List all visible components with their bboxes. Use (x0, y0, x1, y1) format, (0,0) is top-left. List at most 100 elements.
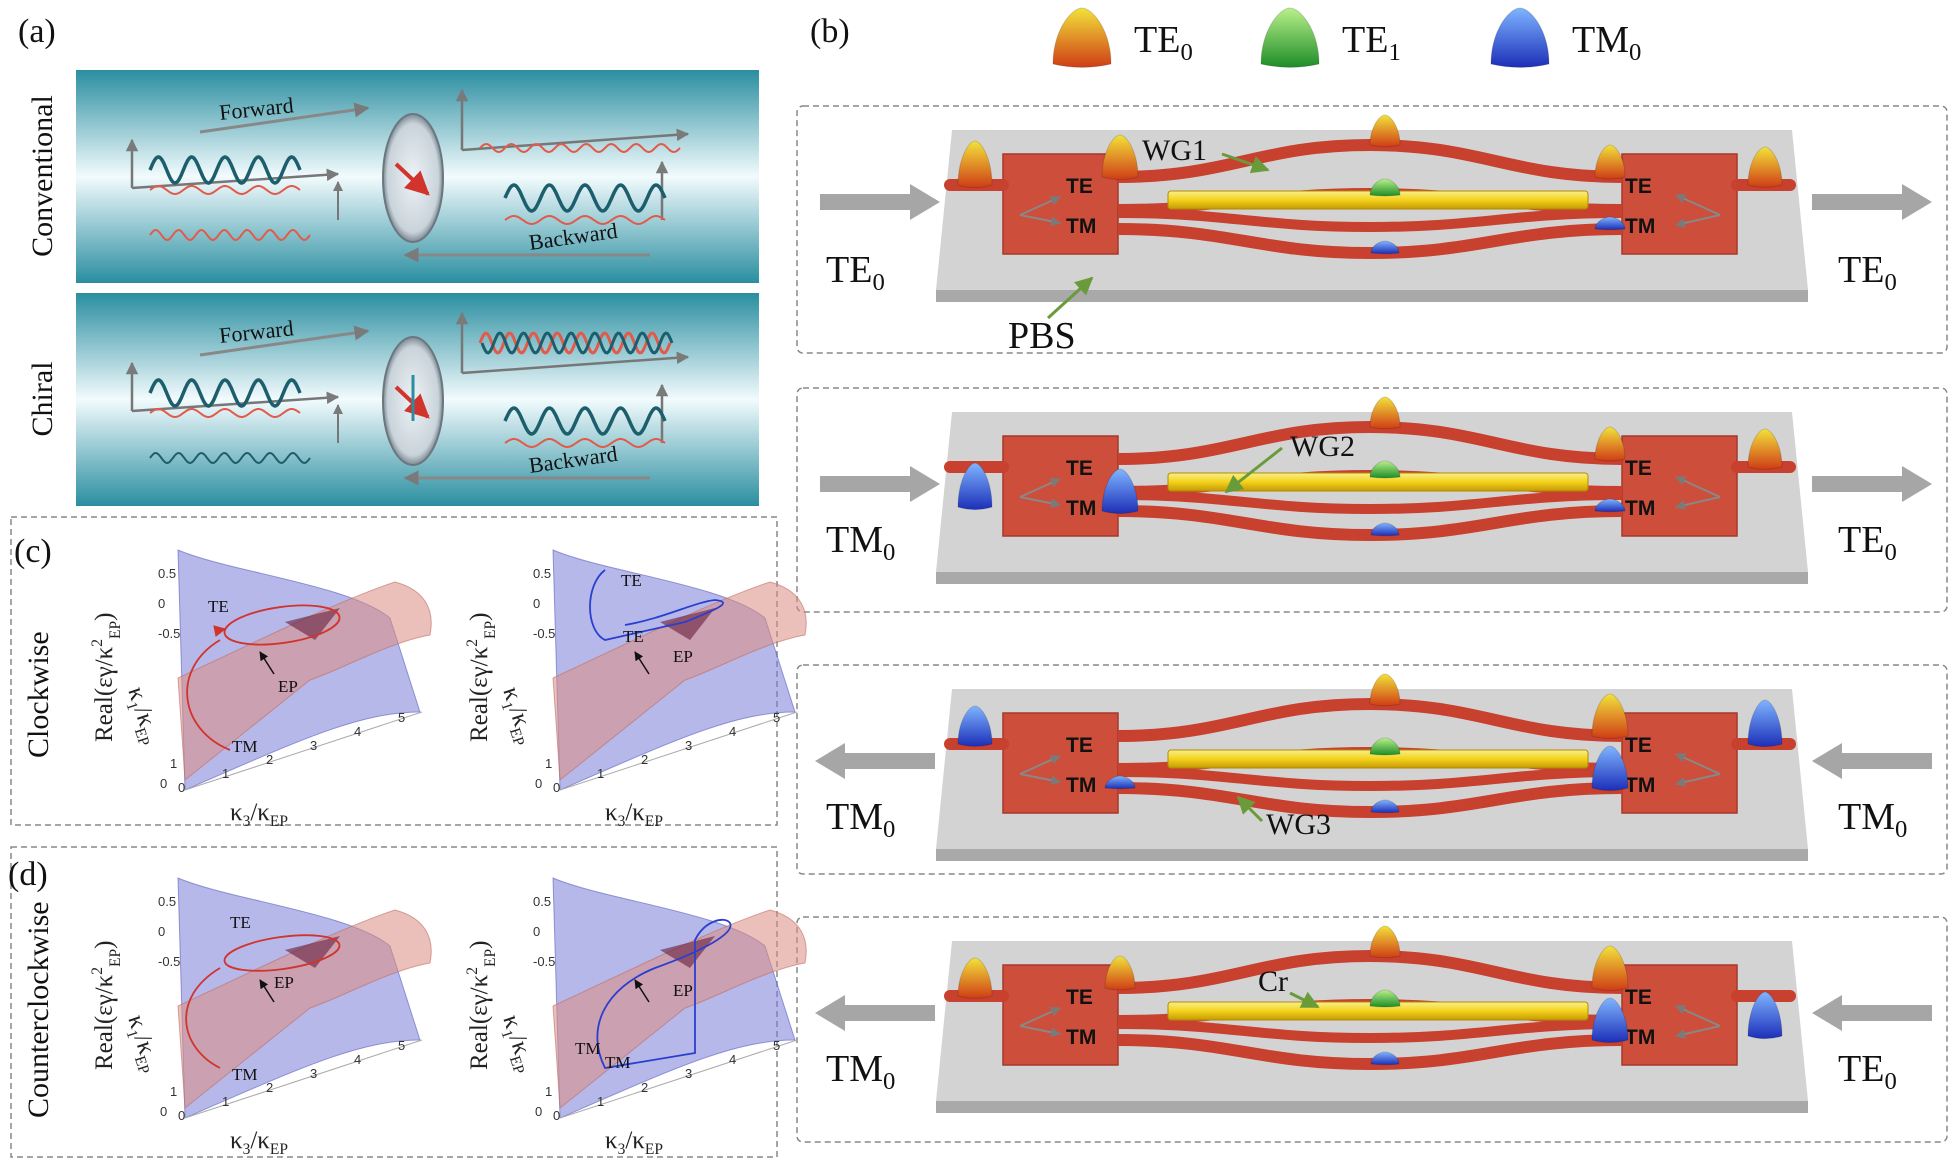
row-right-mode-label: TE0 (1838, 1048, 1897, 1095)
pbs-right-tm-label: TM (1625, 1026, 1655, 1049)
pbs-left-tm-label: TM (1066, 1026, 1096, 1049)
callout-cr-label: Cr (1258, 965, 1288, 998)
reflected-wave-tm (480, 331, 674, 355)
waveguide-inner-b (1117, 767, 1623, 792)
plot-x-tick-label: 3 (310, 1066, 317, 1081)
pbs-inner-arrow (1675, 753, 1721, 775)
pbs-inner-arrow (1675, 214, 1721, 228)
waveguide-lower (1117, 782, 1623, 819)
pbs-inner-arrow (1019, 1025, 1061, 1038)
transmitted-wave (503, 406, 667, 436)
mode-profile-lower-icon (1370, 799, 1400, 814)
waveguide-inner-b (1117, 208, 1623, 233)
ep-pointer-arrow (259, 979, 275, 1003)
encircling-loop-lower (185, 967, 221, 1069)
plot-y-axis-label: κ1/κEP (118, 1012, 165, 1077)
row-right-mode-label: TE0 (1838, 519, 1897, 566)
plot-x-tick-label: 0 (178, 780, 185, 795)
panel-d-side-label: Counterclockwise (22, 901, 55, 1118)
pbs-inner-arrow (1019, 1007, 1061, 1027)
plot-x-tick-label: 0 (553, 780, 560, 795)
mode-profile-center-icon (1369, 989, 1401, 1008)
plot-x-tick-label: 3 (310, 738, 317, 753)
mode-profile-center-icon (1369, 178, 1401, 197)
pbs-inner-arrow (1019, 214, 1061, 227)
encircling-loop-lower (186, 639, 231, 751)
plot-z-tick-label: 0.5 (533, 894, 551, 909)
ep-pointer-arrow (259, 651, 275, 675)
plot-annotation-te: TE (230, 913, 251, 932)
pbs-side-mode-icon (1101, 134, 1139, 181)
pbs-side-mode-icon (1594, 498, 1626, 513)
plot-y-tick-label: 1 (170, 756, 177, 771)
row-right-mode-label: TE0 (1838, 249, 1897, 296)
ep-pointer-arrow (634, 979, 650, 1003)
plot-annotation-ep: EP (278, 677, 298, 696)
mode-profile-upper-icon (1369, 396, 1401, 430)
plot-x-tick-label: 2 (266, 752, 273, 767)
plot-z-tick-label: 0 (533, 924, 540, 939)
plot-x-tick-label: 1 (597, 1094, 604, 1109)
plot-z-tick-label: 0.5 (158, 566, 176, 581)
plot-x-tick-label: 4 (354, 724, 361, 739)
callout-wg2-label: WG2 (1290, 430, 1355, 463)
pbs-side-mode-icon (1591, 693, 1629, 740)
panel-c-side-label: Clockwise (22, 631, 55, 758)
pbs-left-te-label: TE (1066, 986, 1093, 1009)
pbs-side-mode-icon (1591, 945, 1629, 992)
plot-z-tick-label: -0.5 (533, 954, 555, 969)
plot-z-axis-label: Real(εγ/κ2EP) (464, 613, 499, 742)
pbs-right-te-label: TE (1625, 734, 1652, 757)
legend-mode-te0-icon (1052, 7, 1112, 68)
callout-wg1-arrow (1221, 152, 1270, 174)
plot-y-tick-label: 1 (545, 1084, 552, 1099)
mode-profile-upper-icon (1369, 114, 1401, 148)
pbs-side-mode-icon (1591, 997, 1629, 1044)
pbs-left-te-label: TE (1066, 175, 1093, 198)
plot-annotation-te: TE (621, 571, 642, 590)
callout-wg3-label: WG3 (1266, 808, 1331, 841)
reflected-wave (479, 142, 681, 154)
pbs-side-mode-icon (1104, 955, 1136, 991)
pbs-left-tm-label: TM (1066, 774, 1096, 797)
plot-annotation-te: TE (208, 597, 229, 616)
input-mode-icon (1747, 699, 1783, 748)
panel-a-row-2-side-label: Chiral (26, 362, 59, 437)
legend-label-te0: TE0 (1134, 19, 1193, 66)
backward-wave (149, 228, 311, 242)
plot-z-tick-label: -0.5 (158, 626, 180, 641)
mode-profile-center-icon (1369, 460, 1401, 479)
encircling-loop (596, 918, 732, 1069)
eigenvalue-surface-red (177, 581, 432, 781)
forward-arrow (199, 102, 370, 134)
plot-z-axis-label: Real(εγ/κ2EP) (89, 941, 124, 1070)
transmitted-wave-shadow (504, 214, 666, 226)
pbs-right (1621, 153, 1738, 255)
plot-x-tick-label: 1 (222, 766, 229, 781)
loop-direction-arrow (213, 625, 227, 638)
output-arrow (815, 995, 935, 1031)
plot-x-axis-label: κ3/κEP (230, 799, 288, 830)
exceptional-point-region (285, 608, 340, 640)
transmitted-wave (503, 183, 667, 213)
callout-pbs-label: PBS (1008, 315, 1076, 357)
pbs-right (1621, 964, 1738, 1066)
row-left-mode-label: TE0 (826, 249, 885, 296)
panel-label-d: (d) (8, 856, 48, 893)
plot-z-tick-label: 0 (533, 596, 540, 611)
plot-z-tick-label: 0.5 (158, 894, 176, 909)
pbs-inner-arrow (1675, 194, 1721, 216)
output-mode-icon (957, 957, 993, 999)
callout-pbs-arrow (1046, 276, 1094, 320)
plot-x-axis-label: κ3/κEP (230, 1127, 288, 1158)
panel-label-c: (c) (14, 533, 52, 570)
plot-x-tick-label: 2 (641, 752, 648, 767)
plots: Real(εγ/κ2EP)0.50-0.5TEEPTM01234501κ3/κE… (89, 549, 807, 1158)
plot-z-tick-label: 0 (158, 924, 165, 939)
exceptional-point-region (660, 936, 715, 968)
pbs-left (1002, 964, 1119, 1066)
panel-b-row-3-frame (796, 664, 1948, 875)
plot-x-axis-label: κ3/κEP (605, 799, 663, 830)
pbs-inner-arrow (1019, 478, 1061, 498)
